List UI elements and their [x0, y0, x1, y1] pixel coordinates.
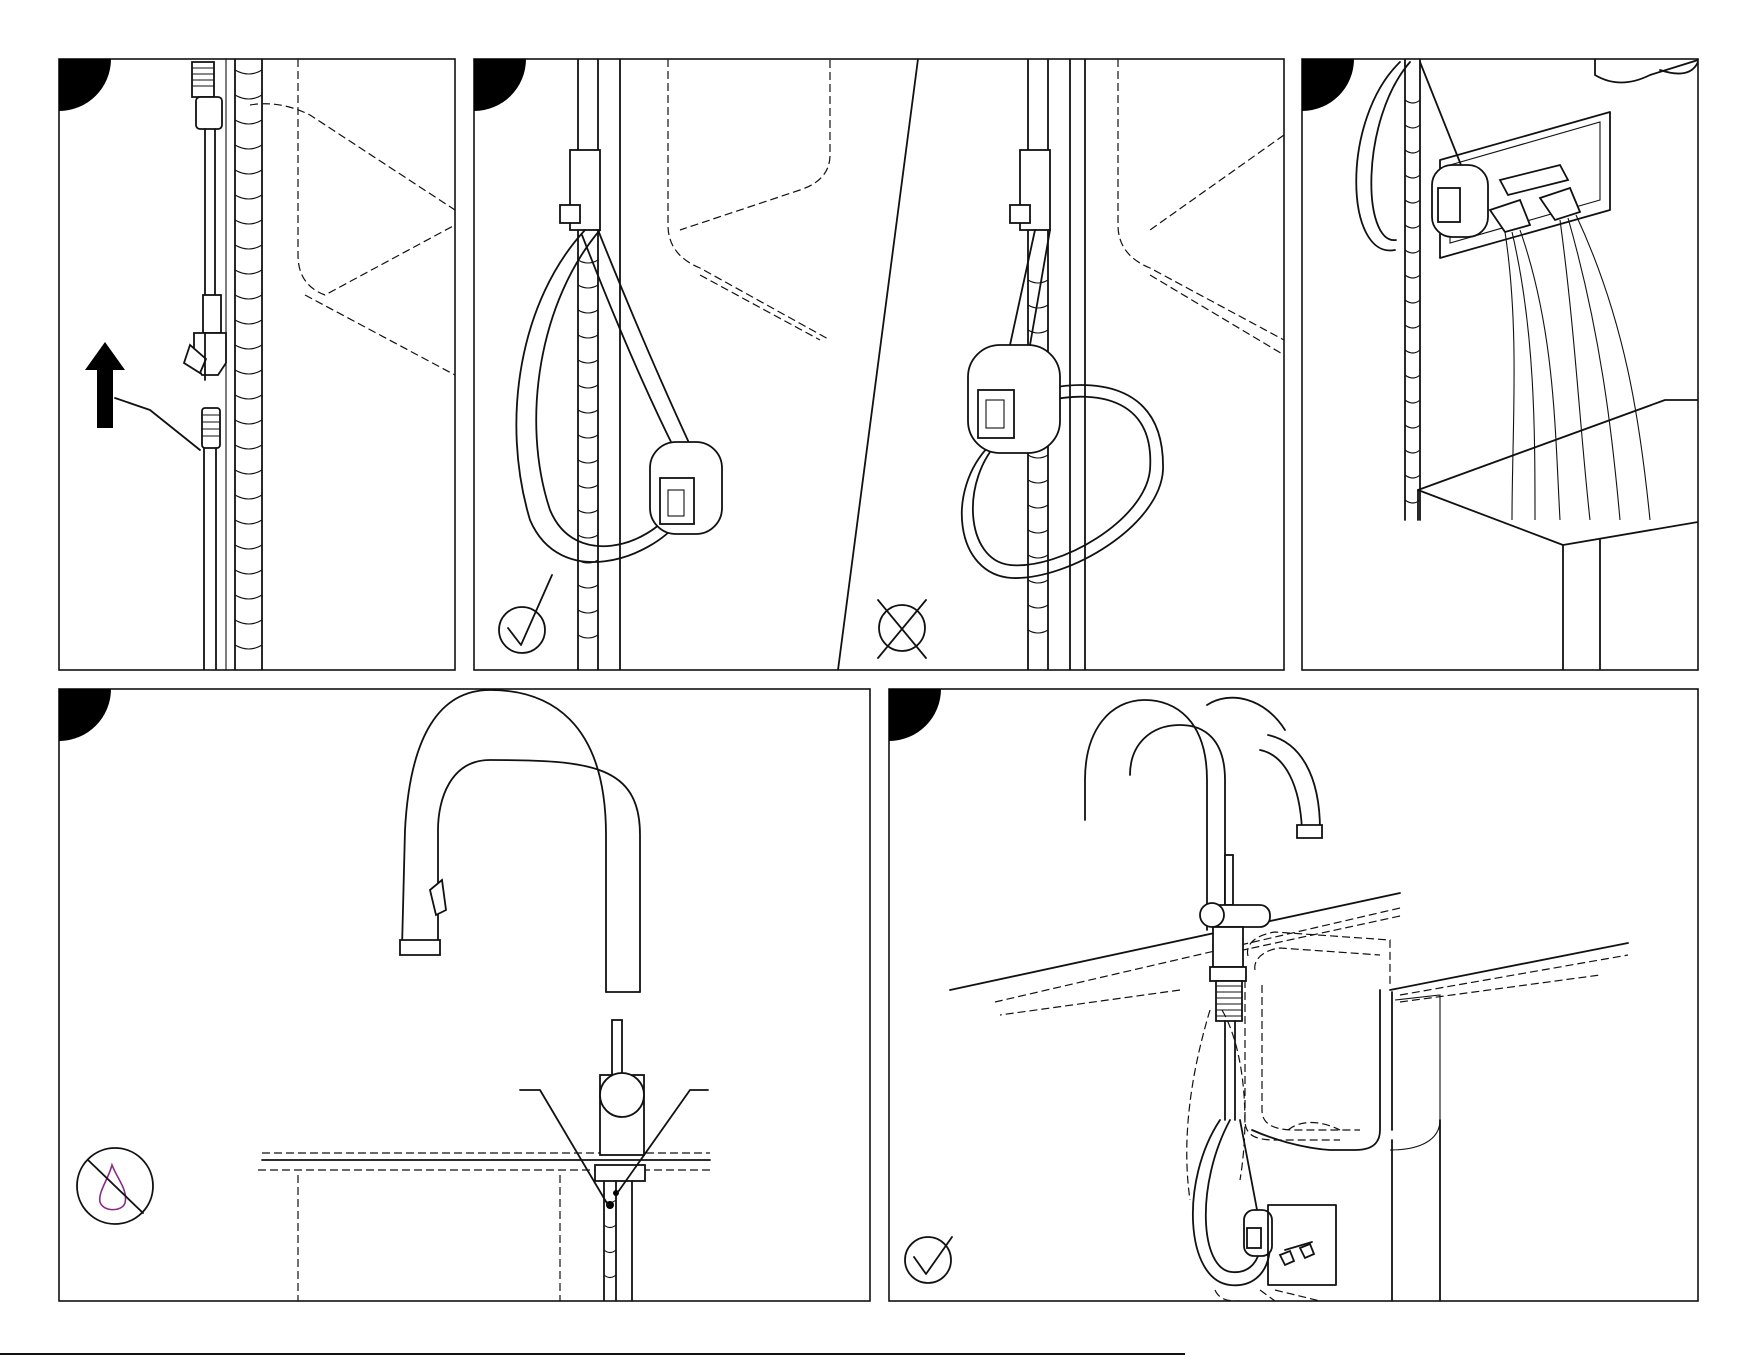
step-tab	[7, 7, 111, 111]
panel-5-finished-installation	[837, 637, 1698, 1301]
spray-head-weight	[1432, 165, 1488, 237]
panel-2-hose-loop	[422, 7, 1284, 670]
panel-3-flush-lines	[1250, 7, 1698, 670]
spray-head-weight	[968, 345, 1060, 453]
panel-4-no-leak-check	[7, 637, 870, 1301]
panel-1-disconnect-hose	[7, 7, 455, 670]
spray-head-weight	[650, 442, 722, 534]
